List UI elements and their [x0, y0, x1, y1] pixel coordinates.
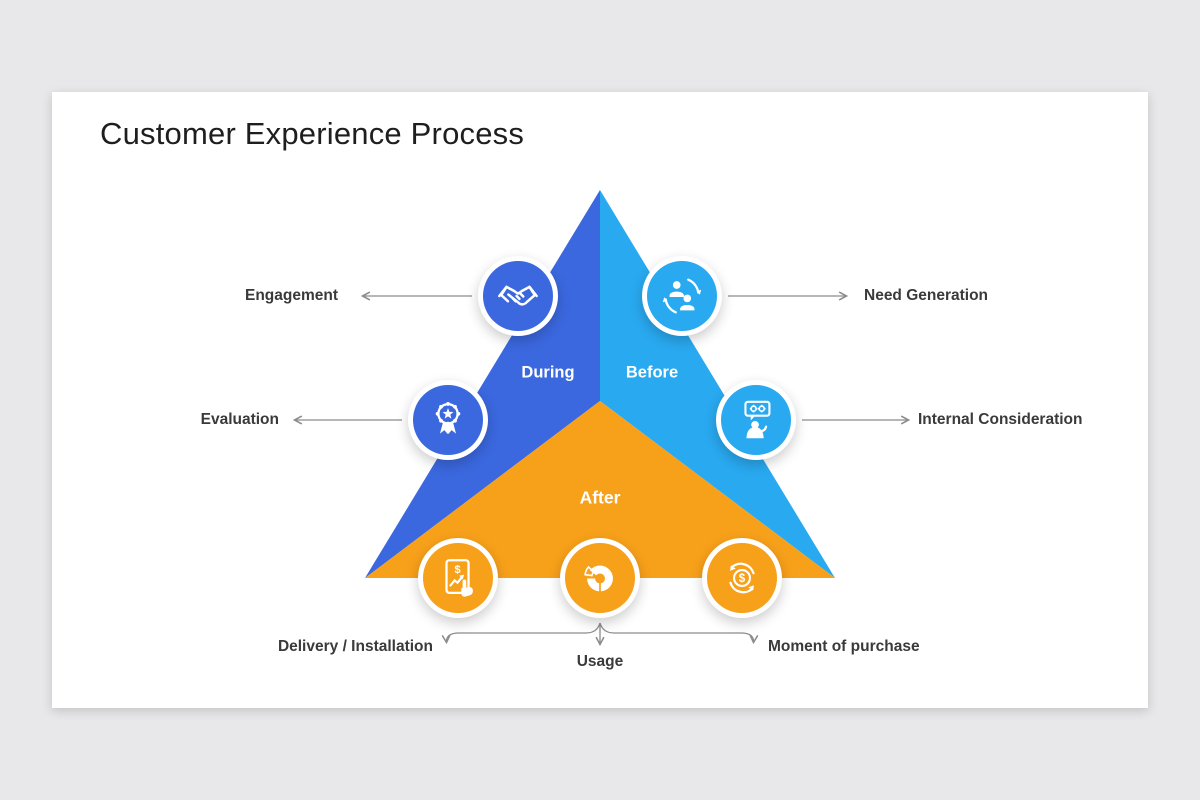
triangle-section-before: [600, 190, 835, 578]
slide-canvas: Customer Experience Process: [52, 92, 1148, 708]
label-need-generation: Need Generation: [864, 287, 989, 304]
arrow-delivery-installation: [446, 622, 601, 642]
usage-circle: [565, 543, 635, 613]
label-moment-of-purchase: Moment of purchase: [768, 638, 920, 655]
donut-chart-icon: [584, 565, 613, 592]
chat-gears-person-icon: [744, 400, 771, 439]
label-internal-consideration: Internal Consideration: [918, 411, 1083, 428]
section-label-before: Before: [625, 363, 679, 382]
need-generation-circle: [647, 261, 717, 331]
evaluation-circle: [413, 385, 483, 455]
tablet-chart-hand-icon: $: [445, 559, 473, 597]
label-usage: Usage: [576, 653, 624, 670]
stage-node-delivery-installation: $: [418, 538, 498, 618]
moment-of-purchase-circle: $: [707, 543, 777, 613]
dollar-cycle-icon: $: [729, 562, 755, 594]
handshake-icon: [498, 285, 538, 306]
stage-node-evaluation: [408, 380, 488, 460]
delivery-installation-circle: $: [423, 543, 493, 613]
award-ribbon-icon: [435, 401, 461, 435]
stage-node-need-generation: [642, 256, 722, 336]
slide-title: Customer Experience Process: [100, 116, 525, 151]
section-label-after: After: [579, 487, 621, 508]
people-exchange-icon: [662, 278, 702, 314]
internal-consideration-circle: [721, 385, 791, 455]
svg-text:$: $: [739, 573, 746, 585]
section-label-during: During: [521, 363, 575, 382]
label-evaluation: Evaluation: [200, 411, 279, 428]
arrow-moment-of-purchase: [599, 622, 754, 642]
engagement-circle: [483, 261, 553, 331]
stage-node-moment-of-purchase: $: [702, 538, 782, 618]
label-delivery-installation: Delivery / Installation: [277, 638, 433, 655]
label-engagement: Engagement: [244, 287, 338, 304]
svg-text:$: $: [454, 564, 460, 576]
triangle-section-during: [365, 190, 600, 578]
stage-node-internal-consideration: [716, 380, 796, 460]
customer-experience-diagram: During Before After: [52, 92, 1148, 708]
stage-node-usage: [560, 538, 640, 618]
stage-node-engagement: [478, 256, 558, 336]
